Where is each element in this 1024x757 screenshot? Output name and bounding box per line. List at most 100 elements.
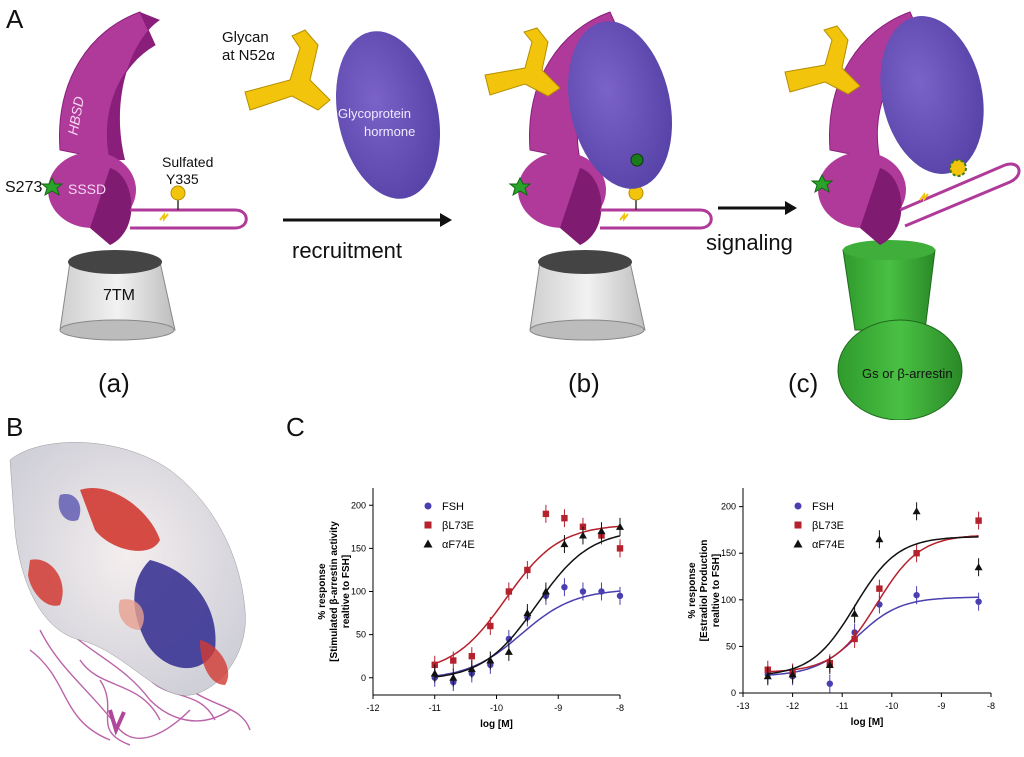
fit-curve-0 [434, 590, 621, 677]
signaling-label: signaling [706, 230, 793, 255]
y-tick-label: 150 [721, 548, 736, 558]
data-point [913, 550, 920, 557]
legend-label: FSH [442, 501, 464, 513]
data-point [763, 672, 772, 680]
x-tick-label: -10 [490, 703, 503, 713]
y-tick-label: 100 [351, 587, 366, 597]
data-point [616, 545, 624, 552]
x-axis-label: log [M] [851, 717, 884, 728]
y-axis-label: realtive to FSH] [341, 555, 352, 628]
y-axis-label: [Stimulated β-arrestin activity [329, 521, 340, 662]
data-point [450, 657, 457, 664]
data-point [826, 680, 833, 687]
legend-marker [793, 539, 803, 548]
sublabel-a: (a) [98, 368, 130, 398]
sublabel-c: (c) [788, 368, 818, 398]
data-point [487, 622, 494, 630]
y-tick-label: 0 [731, 688, 736, 698]
legend-marker [794, 502, 802, 510]
data-point [523, 609, 532, 617]
legend-marker [423, 539, 433, 548]
data-point [975, 598, 982, 605]
y-tick-label: 50 [726, 641, 736, 651]
data-point [505, 635, 513, 643]
s273-label: S273 [5, 179, 42, 196]
hormone-label: Glycoprotein [338, 106, 411, 121]
data-point [579, 588, 587, 595]
legend-label: βL73E [812, 520, 844, 532]
data-point [430, 669, 439, 677]
hormone-a [335, 31, 441, 199]
data-point [561, 514, 568, 522]
y-axis-label: [Estradiol Production [699, 540, 710, 642]
y-tick-label: 50 [356, 630, 366, 640]
data-point [467, 665, 476, 673]
data-point [505, 588, 513, 595]
x-tick-label: -12 [786, 701, 799, 711]
y-axis-label: % response [317, 563, 328, 620]
fit-curve-1 [767, 535, 979, 673]
schematic-panel-a: HBSD SSSD S273 Sulfated Y335 7TM Glycan … [5, 11, 1021, 420]
y-tick-label: 200 [351, 500, 366, 510]
data-point [875, 535, 884, 543]
legend-marker [424, 521, 432, 529]
data-point [524, 566, 531, 574]
glycan-site-label: at N52α [222, 47, 275, 64]
x-tick-label: -12 [366, 703, 379, 713]
data-point [598, 588, 605, 595]
glycan-label: Glycan [222, 29, 269, 46]
x-tick-label: -11 [429, 703, 441, 713]
y-axis-label: % response [687, 562, 698, 619]
receptor-b [484, 11, 713, 341]
panel-letter-b: B [6, 412, 24, 442]
data-point [616, 522, 624, 530]
y335-label: Y335 [166, 171, 199, 187]
data-point [851, 635, 858, 643]
7tm-label: 7TM [103, 287, 135, 304]
data-point [504, 647, 513, 655]
data-point [449, 673, 458, 681]
legend-label: αF74E [442, 539, 475, 551]
data-point [560, 540, 569, 548]
fit-curve-0 [767, 596, 979, 676]
data-point [542, 510, 550, 518]
recruitment-label: recruitment [292, 238, 402, 263]
data-point [597, 527, 606, 535]
y-tick-label: 100 [721, 595, 736, 605]
data-point [912, 507, 921, 515]
data-point [974, 563, 983, 571]
receptor-c [784, 11, 1021, 420]
sssd-label: SSSD [68, 181, 106, 197]
legend-marker [424, 502, 432, 510]
data-point [616, 592, 624, 600]
data-point [825, 661, 834, 669]
y-tick-label: 150 [351, 543, 366, 553]
x-tick-label: -11 [836, 701, 848, 711]
data-point [486, 656, 495, 664]
x-tick-label: -13 [736, 701, 749, 711]
protein-structure-image [9, 442, 251, 746]
x-tick-label: -8 [987, 701, 995, 711]
glycan-a [244, 29, 331, 111]
legend-label: FSH [812, 501, 834, 513]
y-tick-label: 0 [361, 673, 366, 683]
legend-label: βL73E [442, 520, 474, 532]
sublabel-b: (b) [568, 368, 600, 398]
data-point [561, 583, 568, 591]
legend-marker [794, 521, 802, 529]
data-point [578, 531, 587, 539]
x-tick-label: -10 [885, 701, 898, 711]
data-point [913, 591, 920, 599]
hormone-label-2: hormone [364, 124, 415, 139]
data-point [541, 587, 550, 595]
x-axis-label: log [M] [480, 719, 513, 730]
legend-label: αF74E [812, 539, 845, 551]
panel-letter-a: A [6, 4, 24, 34]
y-axis-label: realtive to FSH] [711, 554, 722, 627]
data-point [468, 652, 475, 660]
x-tick-label: -8 [616, 703, 624, 713]
y-tick-label: 200 [721, 502, 736, 512]
panel-letter-c: C [286, 412, 305, 442]
receptor-a [40, 11, 248, 341]
x-tick-label: -9 [554, 703, 562, 713]
